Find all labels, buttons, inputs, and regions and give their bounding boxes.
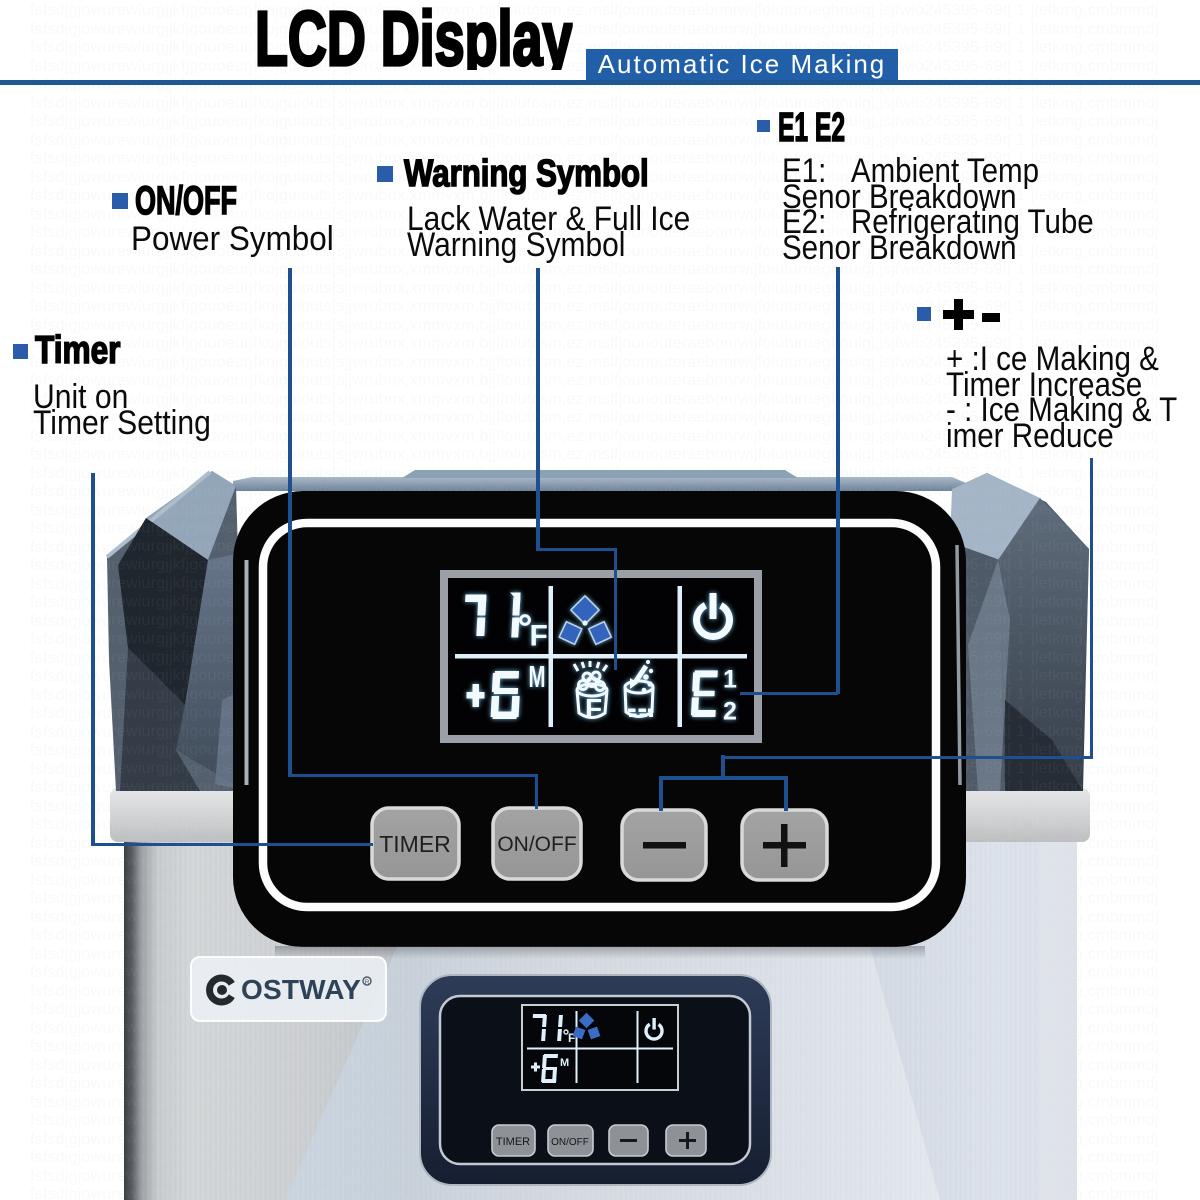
svg-text:2: 2 — [723, 698, 737, 726]
svg-text:ON/OFF: ON/OFF — [497, 833, 576, 856]
svg-text:M: M — [529, 659, 546, 694]
svg-text:F: F — [568, 1031, 575, 1045]
svg-text:TIMER: TIMER — [379, 831, 451, 857]
svg-text:M: M — [560, 1057, 569, 1069]
svg-text:F: F — [530, 620, 548, 653]
svg-text:F: F — [585, 693, 602, 724]
svg-text:fsfsdjgjowurewiurgjjkfjgouoeur: fsfsdjgjowurewiurgjjkfjgouoeurjfkojguiou… — [30, 1186, 1159, 1200]
svg-text:OSTWAY: OSTWAY — [241, 974, 361, 1005]
svg-text:R: R — [365, 979, 370, 986]
svg-text:1: 1 — [723, 666, 737, 694]
svg-text:ON/OFF: ON/OFF — [551, 1137, 589, 1148]
svg-text:TIMER: TIMER — [496, 1136, 530, 1148]
